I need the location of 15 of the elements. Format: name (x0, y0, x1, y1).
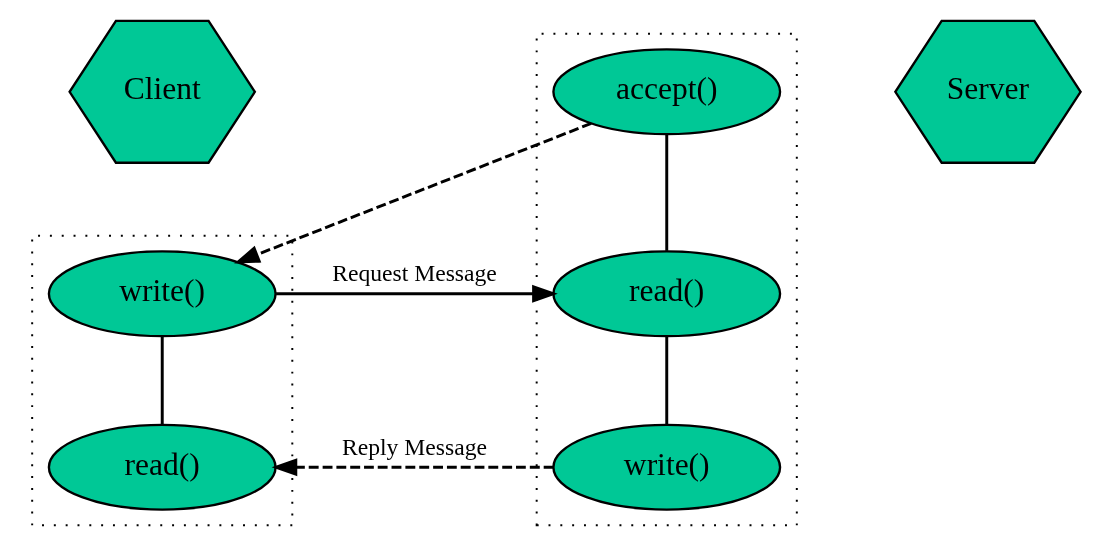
cluster (31, 234, 294, 527)
arrow (276, 284, 558, 303)
node-ellipse: write() (552, 423, 782, 511)
connector (665, 134, 669, 251)
node-ellipse: write() (47, 250, 277, 338)
node-ellipse: read() (552, 250, 782, 338)
connector (665, 336, 669, 425)
edge-label: Reply Message (341, 433, 487, 460)
edge-label: Request Message (332, 260, 497, 287)
node-ellipse: accept() (552, 48, 782, 136)
node-ellipse: read() (47, 423, 277, 511)
arrow (271, 458, 554, 477)
cluster (535, 32, 798, 527)
arrow (234, 122, 592, 264)
connector (160, 336, 164, 425)
